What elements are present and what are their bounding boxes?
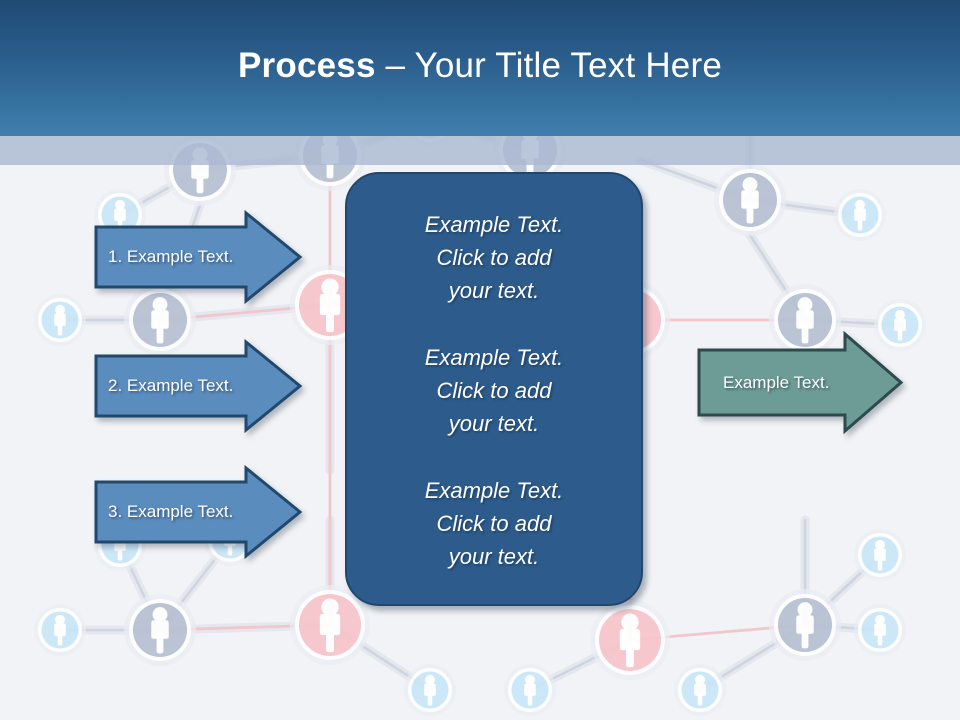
input-arrow-2[interactable]: 2. Example Text.: [94, 338, 303, 434]
page-title-bold: Process: [238, 46, 376, 85]
page-title-rest: – Your Title Text Here: [375, 46, 722, 85]
output-arrow[interactable]: Example Text.: [697, 330, 904, 435]
center-content-panel[interactable]: Example Text. Click to add your text. Ex…: [345, 172, 643, 606]
page-title: Process – Your Title Text Here: [0, 46, 960, 86]
panel-text-block-3: Example Text. Click to add your text.: [424, 478, 564, 569]
title-band: [0, 0, 960, 136]
panel-text-block-1: Example Text. Click to add your text.: [424, 212, 564, 303]
title-underband: [0, 136, 960, 165]
input-arrow-3[interactable]: 3. Example Text.: [94, 464, 303, 560]
input-arrow-1[interactable]: 1. Example Text.: [94, 209, 303, 305]
panel-text-block-2: Example Text. Click to add your text.: [424, 345, 564, 436]
